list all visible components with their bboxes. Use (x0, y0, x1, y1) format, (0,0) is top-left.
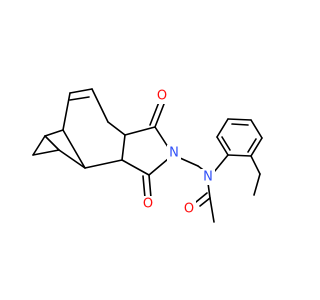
bond-alkene-a (69, 88, 93, 94)
ethylphenyl (213, 118, 263, 196)
bond-p1 (227, 154, 252, 157)
bond-alkene-b (69, 96, 90, 101)
atom-o-bottom: O (141, 196, 155, 212)
structure-canvas: O O O N N (32, 88, 263, 223)
bond-p5 (216, 118, 229, 138)
bond-i1 (124, 126, 156, 136)
bond-c2 (32, 135, 46, 156)
oxygen-label-acetyl: O (184, 202, 194, 217)
bond-p2 (250, 137, 263, 157)
imide-ring (121, 101, 169, 199)
bond-e2 (253, 173, 261, 196)
bond-p9 (247, 138, 257, 153)
atom-n-amide: N (201, 169, 215, 185)
bond-l6 (209, 197, 215, 223)
bond-c8 (84, 159, 123, 169)
bond-co-bottom-a (148, 174, 152, 199)
bond-e1 (250, 155, 261, 175)
bond-p4 (227, 118, 252, 121)
bond-p6 (216, 136, 229, 156)
bond-l5 (195, 192, 208, 203)
bond-c4 (44, 135, 60, 151)
bond-p7 (221, 136, 231, 151)
bond-p8 (231, 123, 249, 126)
bond-l3 (207, 182, 211, 199)
molecule-diagram: O O O N N (32, 88, 263, 223)
bond-l4 (199, 197, 211, 207)
bond-alkene-left (62, 92, 71, 131)
acetamide-chain (179, 157, 215, 223)
bond-i3 (154, 126, 169, 148)
nitrogen-label-imide: N (169, 146, 179, 161)
bond-c1 (44, 129, 64, 137)
bond-co-bottom-b (142, 175, 146, 199)
bond-c7 (107, 121, 126, 136)
bond-co-top-a (154, 103, 165, 128)
bond-c3 (32, 149, 60, 156)
bond-p0 (213, 154, 229, 173)
oxygen-label-bottom: O (143, 197, 153, 212)
bond-co-top-b (149, 101, 160, 126)
atom-o-acetyl: O (182, 201, 196, 217)
bond-l1 (179, 157, 199, 167)
bond-c6 (62, 129, 86, 169)
atom-labels: O O O N N (141, 88, 215, 217)
bond-c9 (121, 134, 126, 161)
atom-n-imide: N (167, 145, 181, 161)
oxygen-label-top: O (157, 89, 167, 104)
nitrogen-label-amide: N (203, 170, 213, 185)
bicyclic-cage (32, 88, 126, 169)
bond-i4 (148, 158, 169, 176)
bond-alkene-right (91, 88, 109, 123)
bond-c5 (58, 149, 86, 169)
atom-o-top: O (155, 88, 169, 104)
bond-i2 (121, 159, 150, 176)
bond-p3 (250, 119, 263, 139)
